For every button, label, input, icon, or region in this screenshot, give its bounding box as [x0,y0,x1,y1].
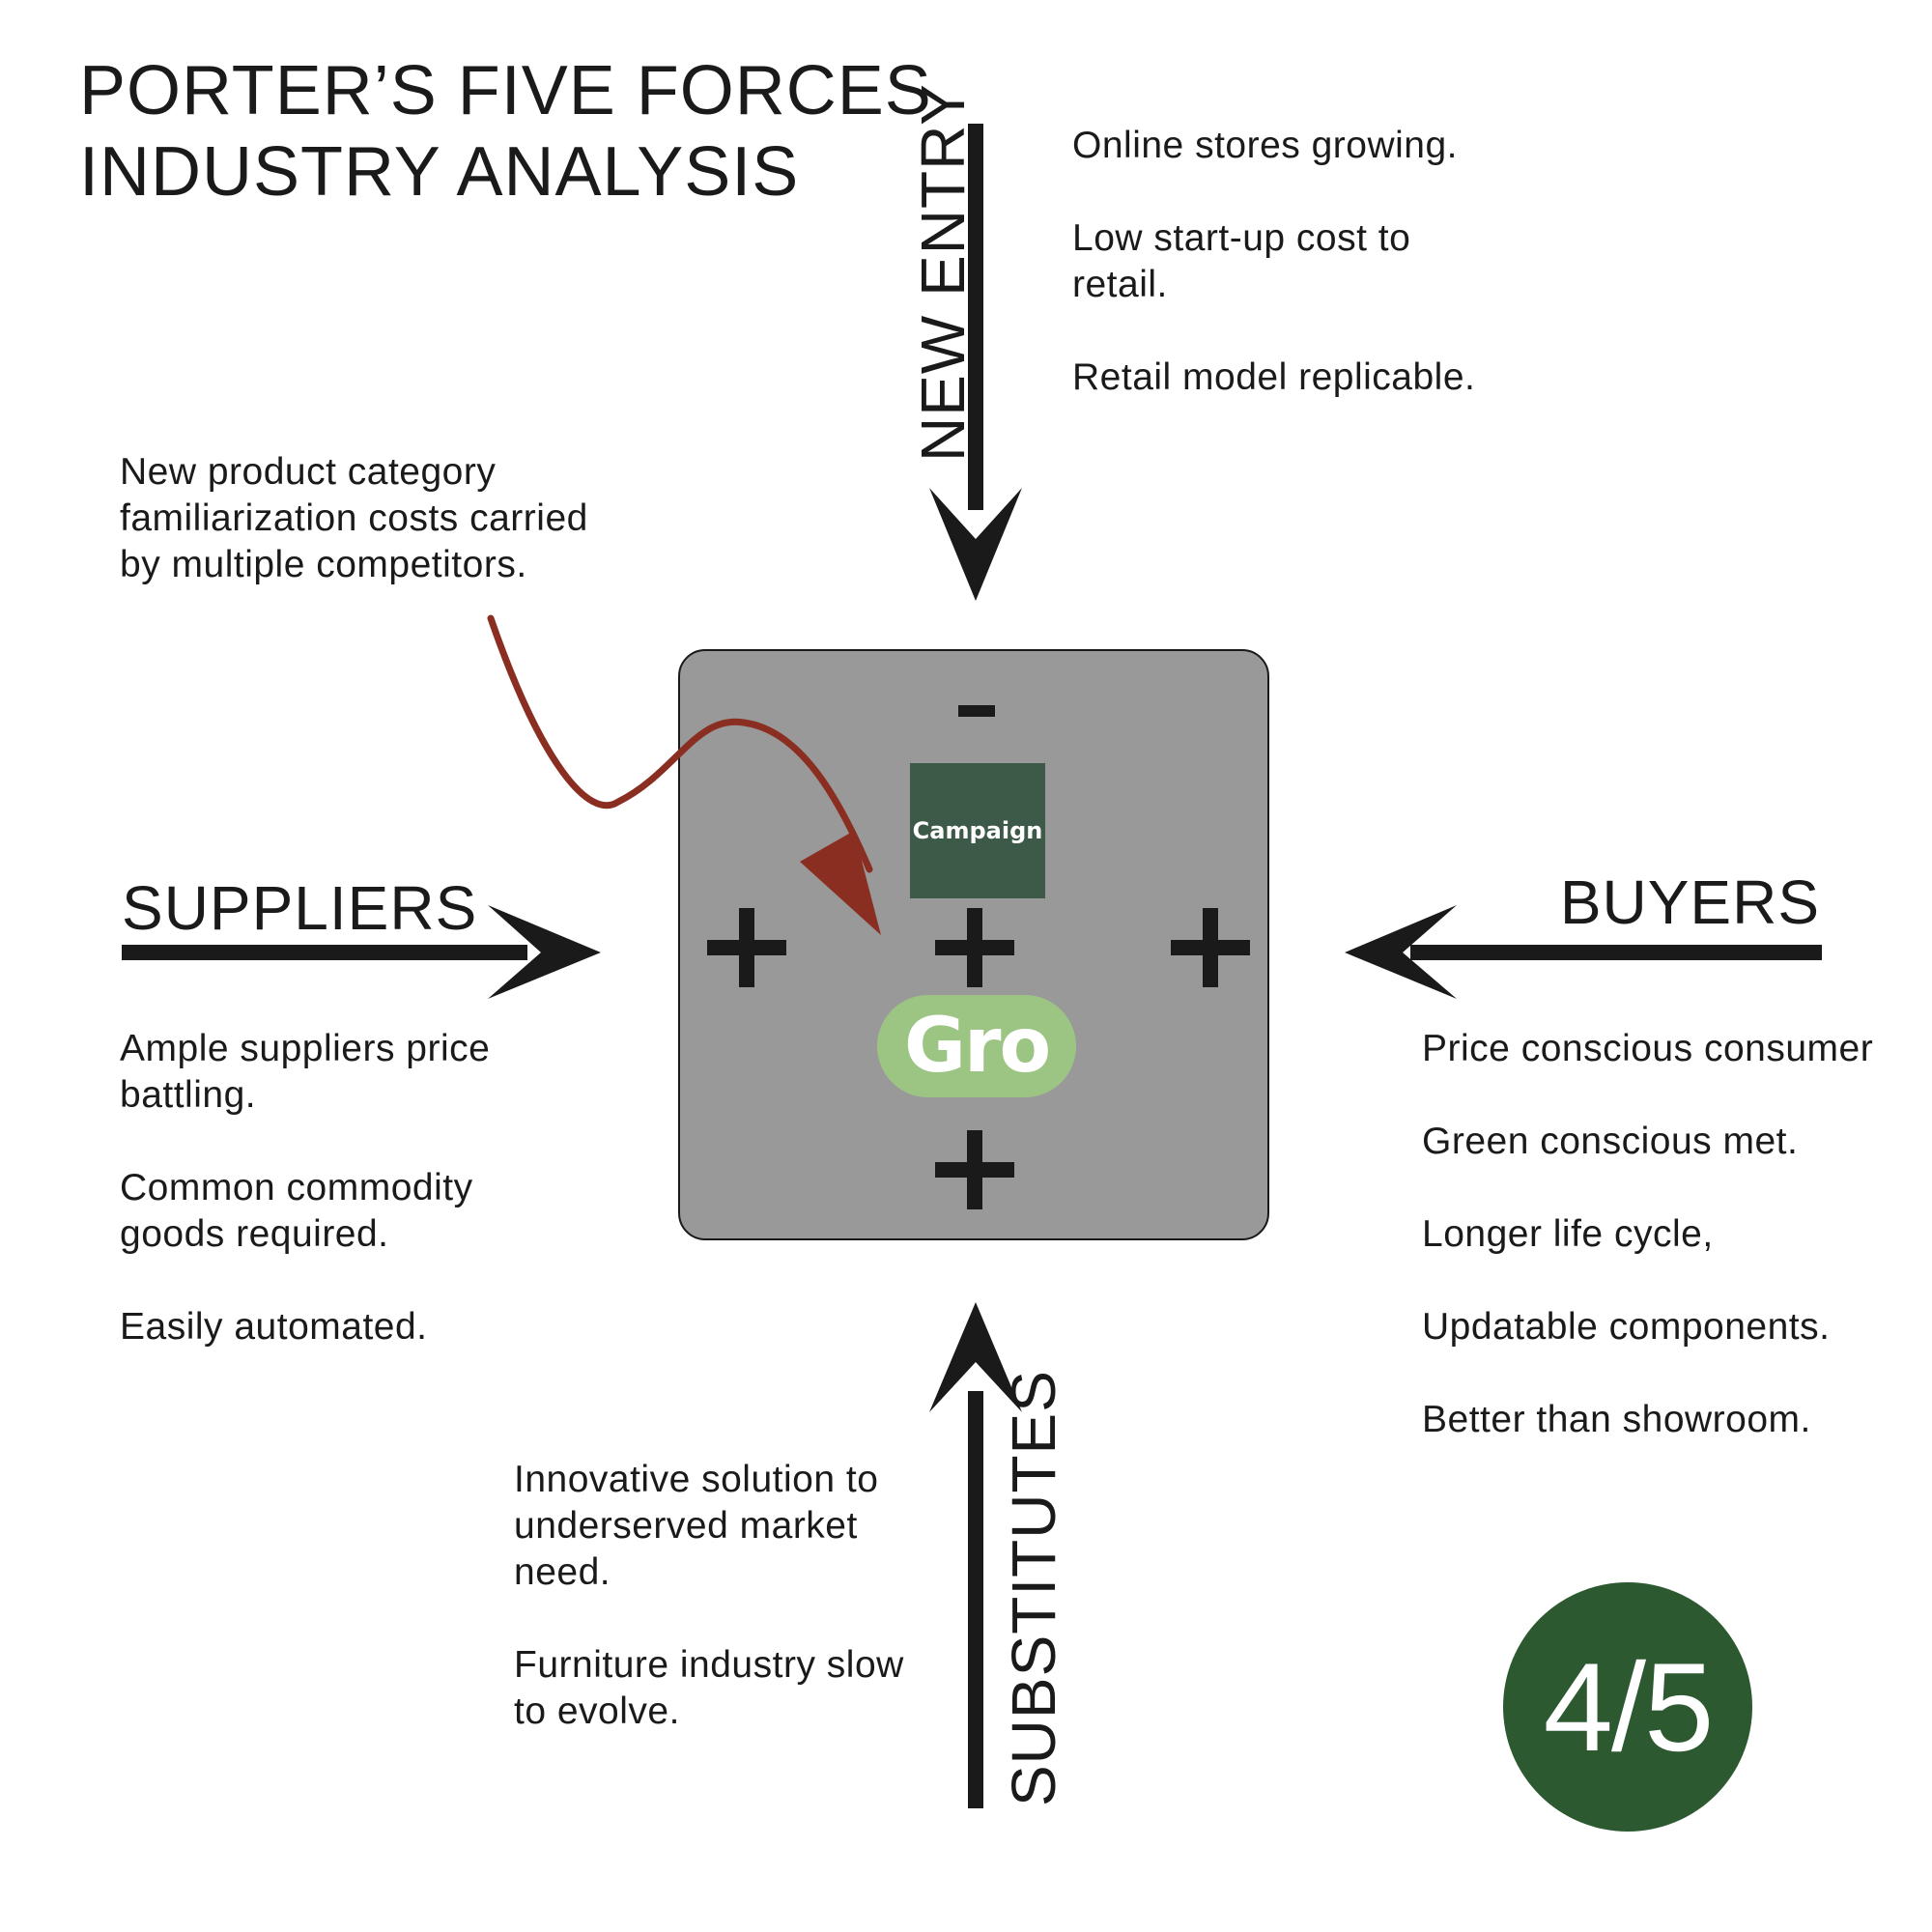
plus-icon-center [935,908,1014,987]
note-item: Retail model replicable. [1072,356,1476,398]
buyers-arrow [1345,905,1822,999]
buyers-label: BUYERS [1559,867,1820,937]
score-badge: 4/5 [1503,1582,1752,1832]
title-line-2: INDUSTRY ANALYSIS [79,133,800,211]
minus-icon [958,705,995,717]
note-item: Price conscious consumer [1422,1028,1874,1069]
new-entry-label: NEW ENTRY [908,83,978,462]
plus-icon-left [707,908,786,987]
note-item: Common commodity goods required. [120,1167,473,1255]
campaign-logo: Campaign [910,763,1045,898]
suppliers-arrow [122,905,601,999]
gro-logo: Gro [877,995,1076,1097]
page-title: PORTER’S FIVE FORCES INDUSTRY ANALYSIS [79,50,932,213]
note-item: Ample suppliers price battling. [120,1028,491,1116]
title-line-1: PORTER’S FIVE FORCES [79,52,932,129]
note-item: Green conscious met. [1422,1121,1799,1162]
rivalry-note: New product category familiarization cos… [120,449,622,635]
substitutes-label: SUBSTITUTES [999,1370,1068,1806]
note-item: Furniture industry slow to evolve. [514,1644,904,1732]
new-entry-arrow [929,124,1022,601]
new-entry-notes: Online stores growing. Low start-up cost… [1072,123,1478,447]
suppliers-label: SUPPLIERS [122,873,478,943]
note-item: Better than showroom. [1422,1399,1811,1440]
plus-icon-right [1171,908,1250,987]
plus-icon-bottom [935,1130,1014,1209]
note-item: New product category familiarization cos… [120,451,588,585]
buyers-notes: Price conscious consumer Green conscious… [1422,1026,1905,1490]
note-item: Innovative solution to underserved marke… [514,1459,879,1593]
note-item: Easily automated. [120,1306,428,1348]
note-item: Low start-up cost to retail. [1072,217,1411,305]
substitutes-arrow [929,1302,1022,1808]
suppliers-notes: Ample suppliers price battling. Common c… [120,1026,545,1397]
note-item: Online stores growing. [1072,125,1459,166]
substitutes-notes: Innovative solution to underserved marke… [514,1457,939,1781]
note-item: Longer life cycle, [1422,1213,1714,1255]
note-item: Updatable components. [1422,1306,1831,1348]
